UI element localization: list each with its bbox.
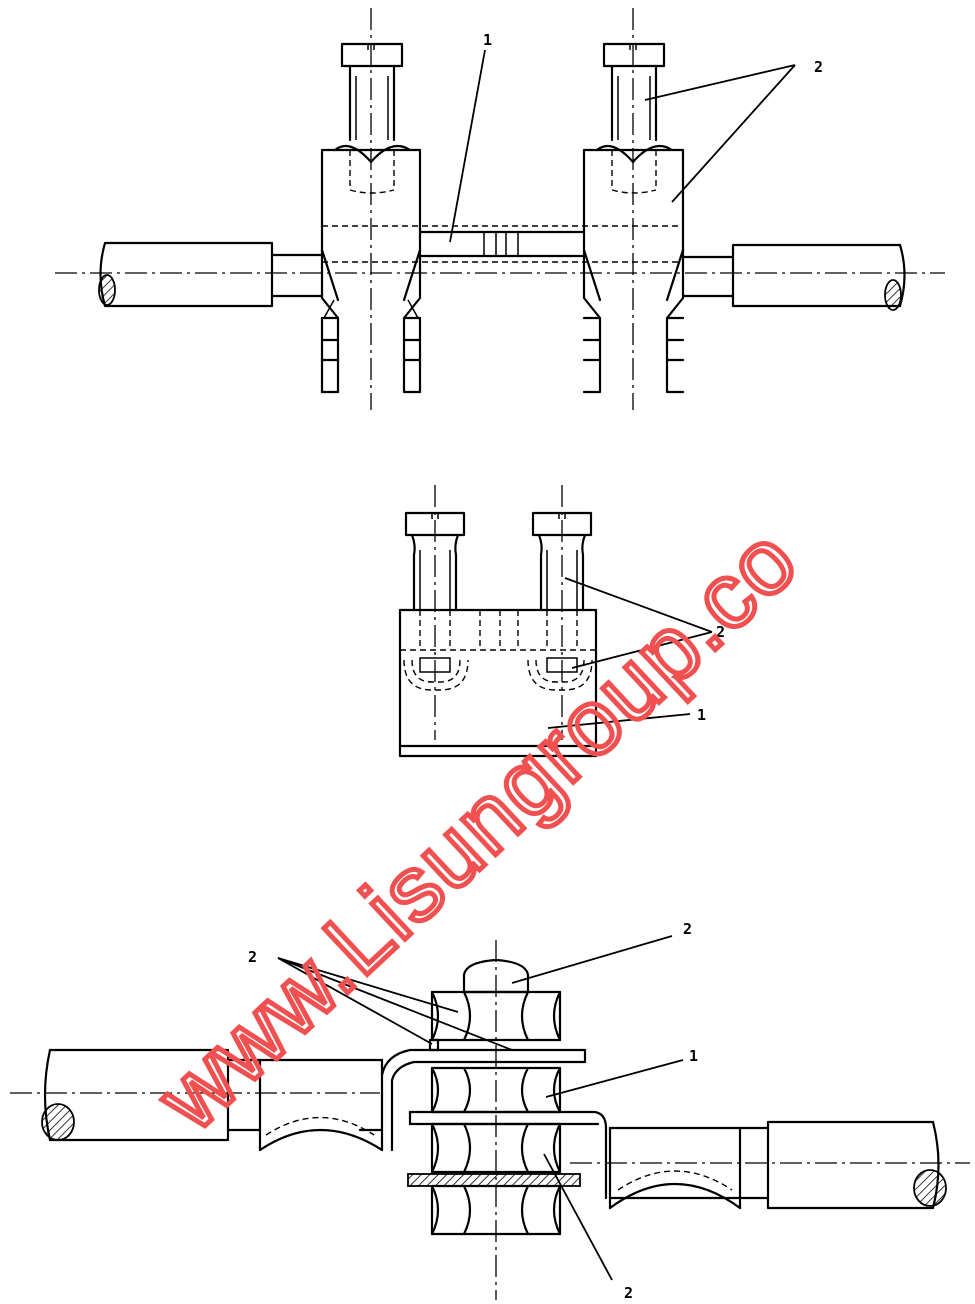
leader-1-bottom [545,1059,684,1098]
watermark-text: www.Lisungroup.co [138,508,817,1151]
callout-2-mid: 2 [716,623,725,641]
callout-1-mid: 1 [697,706,706,724]
callout-2-top: 2 [814,58,823,76]
leader-2b-left [277,957,433,1045]
right-clamp [582,42,685,394]
callout-2-bottom: 2 [624,1284,633,1302]
leader-2-top-bolt [511,935,673,984]
connecting-rod [322,225,683,263]
leader-2b-top [671,64,796,203]
callout-1-bottom: 1 [689,1047,698,1065]
leader-2a-mid [564,577,713,633]
right-conductor [681,243,906,311]
callout-2-left: 2 [248,948,257,966]
leader-1-top [449,49,486,243]
leader-2a-top [644,64,796,101]
figure-middle: 2 1 [398,485,725,758]
leader-2c-left [277,957,513,1051]
figure-top: 1 2 [55,8,945,410]
callout-2-top-bolt: 2 [683,920,692,938]
leader-2-bottom [543,1153,613,1281]
left-conductor [98,241,324,308]
leader-2b-mid [571,631,713,669]
leader-2a-left [277,957,459,1013]
figure-bottom: 2 2 1 2 [10,920,970,1302]
leader-1-mid [547,713,691,729]
callout-1-top: 1 [483,31,492,49]
left-clamp [320,42,422,394]
